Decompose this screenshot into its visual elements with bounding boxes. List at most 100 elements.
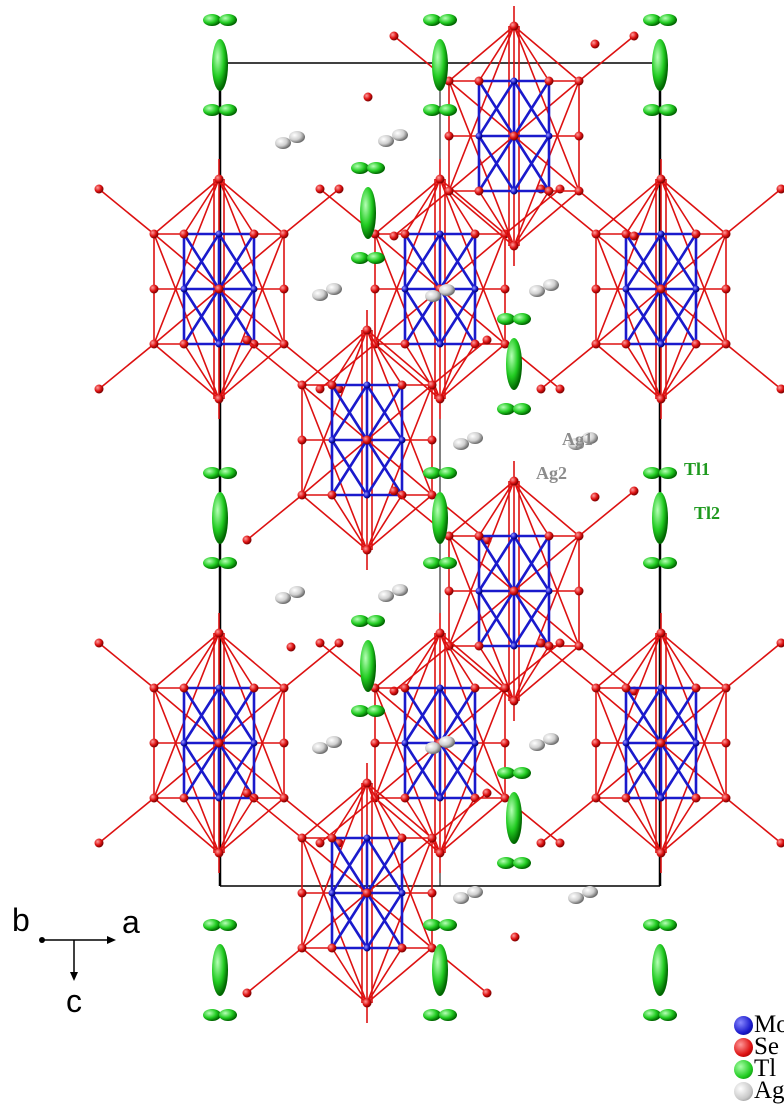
se-bond [440, 798, 505, 853]
mo-atom [511, 78, 518, 85]
ag-atom [529, 739, 545, 751]
se-bond [367, 330, 432, 385]
tl-atom [219, 557, 237, 569]
se-atom [316, 839, 325, 848]
se-atom [150, 340, 159, 349]
se-atom [298, 381, 307, 390]
ag-atom [439, 284, 455, 296]
se-atom [692, 230, 701, 239]
ag-pair [312, 736, 342, 754]
mo-atom [623, 286, 630, 293]
se-atom [657, 739, 666, 748]
mo-atom [693, 286, 700, 293]
element-legend: Mo Se Tl Ag [734, 1014, 784, 1102]
ag-atom [467, 432, 483, 444]
se-bond [514, 26, 579, 81]
ag-pair [529, 279, 559, 297]
se-atom [371, 739, 380, 748]
se-atom [280, 340, 289, 349]
tl-atom [643, 1009, 661, 1021]
se-atom [510, 587, 519, 596]
se-atom [630, 32, 639, 41]
mo-atom [216, 795, 223, 802]
se-bond [541, 643, 596, 688]
tl-atom [351, 162, 369, 174]
tl-atom [659, 14, 677, 26]
se-bond [247, 340, 302, 385]
se-atom [180, 684, 189, 693]
ag-atom [543, 279, 559, 291]
ag-atom [326, 736, 342, 748]
tl-atom [659, 104, 677, 116]
mo-atom [623, 740, 630, 747]
se-atom [316, 185, 325, 194]
mo-atom [511, 643, 518, 650]
axis-label-b: b [12, 904, 30, 936]
mo-se-cluster [537, 159, 784, 419]
mo-atom [329, 437, 336, 444]
se-atom [328, 834, 337, 843]
mo-atom [476, 588, 483, 595]
se-atom [445, 132, 454, 141]
tl-atom [203, 467, 221, 479]
ag-atom [467, 886, 483, 898]
se-bond [247, 948, 302, 993]
red-sphere-icon [734, 1038, 753, 1057]
ag-atom [392, 129, 408, 141]
se-atom [545, 77, 554, 86]
ag-atom [378, 590, 394, 602]
tl-atom [513, 403, 531, 415]
se-bond [726, 798, 781, 843]
tl-atom [423, 557, 441, 569]
se-bond [661, 179, 726, 234]
se-bond [375, 798, 440, 853]
se-atom [501, 285, 510, 294]
mo-atom [364, 382, 371, 389]
se-atom [510, 22, 519, 31]
ag-atom [453, 438, 469, 450]
se-bond [219, 633, 284, 688]
se-atom [475, 187, 484, 196]
mo-atom [437, 341, 444, 348]
tl-atom [219, 919, 237, 931]
tl-atom [497, 313, 515, 325]
se-bond [726, 643, 781, 688]
se-atom [363, 999, 372, 1008]
legend-label: Ag [754, 1080, 784, 1102]
ag-pair [275, 586, 305, 604]
se-atom [722, 684, 731, 693]
se-atom [215, 395, 224, 404]
mo-atom [364, 835, 371, 842]
se-atom [150, 739, 159, 748]
tl-atom [439, 104, 457, 116]
ag-pair [275, 131, 305, 149]
se-atom [556, 385, 565, 394]
se-atom [575, 642, 584, 651]
se-atom [657, 629, 666, 638]
se-atom [575, 132, 584, 141]
axis-label-c: c [66, 985, 82, 1017]
mo-atom [329, 890, 336, 897]
se-atom [591, 40, 600, 49]
se-bond [596, 798, 661, 853]
tl-atom [652, 944, 668, 996]
ag-atom [289, 131, 305, 143]
se-atom [328, 381, 337, 390]
se-atom [622, 230, 631, 239]
se-bond [247, 495, 302, 540]
se-atom [328, 491, 337, 500]
ag-atom [529, 285, 545, 297]
mo-atom [216, 341, 223, 348]
se-atom [298, 491, 307, 500]
se-atom [575, 77, 584, 86]
ag-atom [425, 290, 441, 302]
se-atom [401, 230, 410, 239]
tl-atom [497, 857, 515, 869]
se-atom [722, 340, 731, 349]
se-atom [630, 487, 639, 496]
ag-atom [275, 137, 291, 149]
se-atom [95, 385, 104, 394]
se-atom [95, 185, 104, 194]
tl-atom [351, 615, 369, 627]
mo-atom [216, 231, 223, 238]
